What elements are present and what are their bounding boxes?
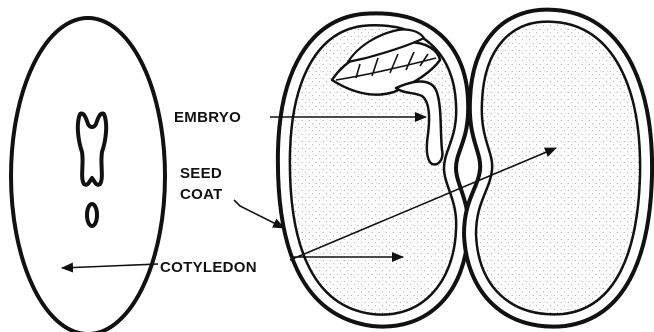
label-seed-coat-line1: SEED: [180, 165, 222, 182]
seed-coat-pointer-arrow: [234, 200, 284, 228]
micropyle-mark: [87, 204, 97, 226]
cotyledon-pointer-left-arrow: [62, 264, 158, 268]
whole-seed-side-view: [11, 18, 165, 332]
hilum-mark: [78, 114, 106, 185]
label-cotyledon: COTYLEDON: [160, 259, 257, 276]
label-seed-coat-line2: COAT: [180, 186, 223, 203]
cotyledon-right: [476, 22, 640, 315]
opened-seed: [278, 10, 652, 327]
label-embryo: EMBRYO: [174, 109, 241, 126]
